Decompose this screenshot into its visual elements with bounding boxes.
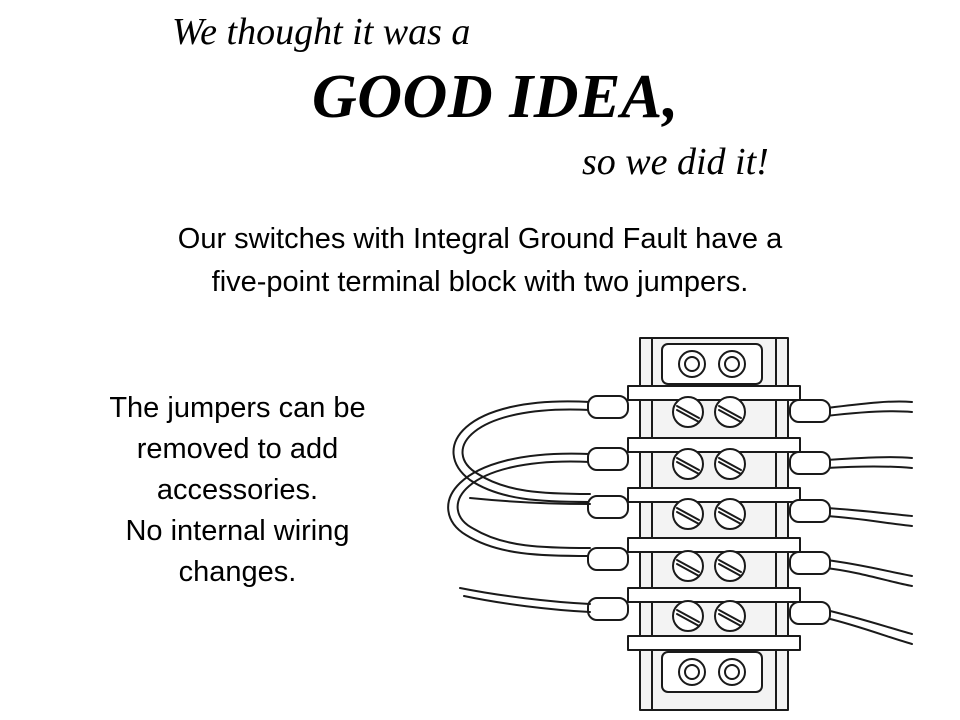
side-line-5: changes. bbox=[178, 556, 297, 588]
screws bbox=[672, 396, 746, 632]
side-line-1: The jumpers can be bbox=[109, 392, 366, 424]
barriers bbox=[627, 385, 801, 651]
headline-line-3: so we did it! bbox=[582, 141, 769, 183]
intro-line-2: five-point terminal block with two jumpe… bbox=[211, 266, 749, 298]
headline-line-1: We thought it was a bbox=[172, 11, 471, 53]
side-line-2: removed to add bbox=[136, 433, 339, 465]
side-line-4: No internal wiring bbox=[125, 515, 350, 547]
jumper-wires bbox=[447, 400, 591, 557]
bottom-mounting-tab bbox=[661, 651, 763, 693]
headline-good-idea: GOOD IDEA, bbox=[312, 63, 679, 131]
intro-text: Our switches with Integral Ground Fault … bbox=[40, 218, 920, 304]
terminal-block-icon bbox=[447, 337, 913, 711]
right-wires bbox=[459, 400, 913, 645]
jumper-description: The jumpers can be removed to add access… bbox=[50, 388, 425, 593]
side-line-3: accessories. bbox=[156, 474, 319, 506]
top-mounting-tab bbox=[661, 343, 763, 385]
right-lugs bbox=[789, 399, 831, 625]
intro-line-1: Our switches with Integral Ground Fault … bbox=[177, 223, 783, 255]
left-lugs bbox=[587, 395, 629, 621]
